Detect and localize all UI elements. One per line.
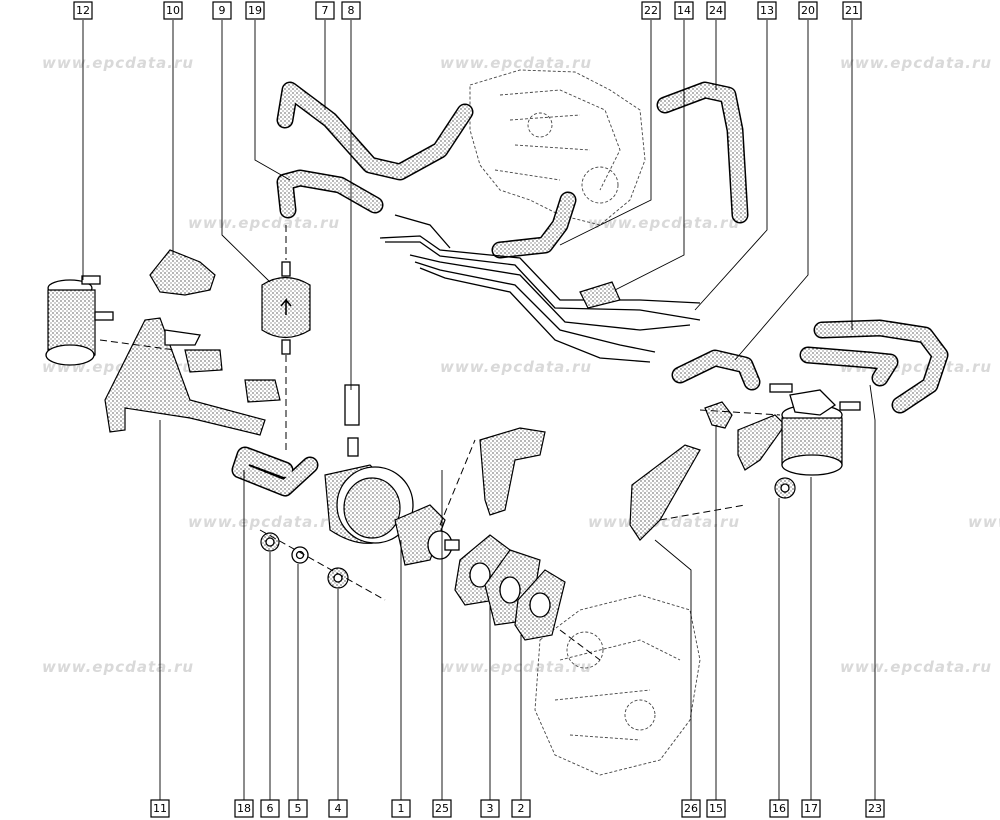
callout-14: 14 [674,1,694,20]
svg-text:7: 7 [322,4,329,17]
hose-23 [799,346,899,387]
callout-9: 9 [212,1,232,20]
nut-16 [774,477,796,499]
callout-5: 5 [288,799,308,818]
clip-14 [579,281,621,309]
watermark: www.epcdata.ru [42,658,194,676]
svg-text:16: 16 [772,802,786,815]
callout-12: 12 [73,1,93,20]
hose-18 [231,446,319,497]
svg-text:22: 22 [644,4,658,17]
svg-text:9: 9 [219,4,226,17]
svg-text:5: 5 [295,802,302,815]
hose-22 [491,191,577,259]
callout-3: 3 [480,799,500,818]
svg-text:25: 25 [435,802,449,815]
nut-6 [260,532,280,552]
hose-19 [276,169,384,219]
engine-outline-top [469,69,646,226]
fuel-filter-9 [261,261,311,355]
svg-text:15: 15 [709,802,723,815]
watermark: www.epcdata.ru [440,358,592,376]
svg-text:14: 14 [677,4,691,17]
callout-11: 11 [150,799,170,818]
svg-text:21: 21 [845,4,859,17]
watermark: www.epcdata.ru [840,54,992,72]
leaders-bottom [159,384,876,800]
svg-text:10: 10 [166,4,180,17]
svg-text:20: 20 [801,4,815,17]
watermark: www.epcdata.ru [840,658,992,676]
hose-7 [276,81,474,181]
bracket-11 [104,317,266,436]
svg-text:8: 8 [348,4,355,17]
callout-10: 10 [163,1,183,20]
callout-24: 24 [706,1,726,20]
fuel-pump-1 [324,384,460,566]
watermark: www.epcdata.ru [42,54,194,72]
svg-text:19: 19 [248,4,262,17]
watermark: www.epcdata.ru [188,513,340,531]
svg-text:1: 1 [398,802,405,815]
callout-23: 23 [865,799,885,818]
svg-text:24: 24 [709,4,723,17]
svg-text:4: 4 [335,802,342,815]
leaders-top [82,20,853,390]
callout-4: 4 [328,799,348,818]
gasket-2 [514,569,566,641]
svg-text:18: 18 [237,802,251,815]
svg-text:26: 26 [684,802,698,815]
callout-26: 26 [681,799,701,818]
svg-text:3: 3 [487,802,494,815]
watermark: www.epcdata.ru [440,54,592,72]
hose-21 [813,319,949,414]
svg-text:12: 12 [76,4,90,17]
callout-2: 2 [511,799,531,818]
clip-near-bracket [184,349,281,403]
svg-text:23: 23 [868,802,882,815]
fuel-pipes-13 [379,214,701,363]
hose-20 [671,349,761,391]
callout-16: 16 [769,799,789,818]
watermark: www.epcdata.ru [440,658,592,676]
svg-text:17: 17 [804,802,818,815]
sensor-15 [704,401,733,429]
filter-17 [737,383,861,476]
svg-text:13: 13 [760,4,774,17]
callouts-top: 12 10 9 19 7 8 22 14 24 13 20 21 [73,1,862,20]
callout-7: 7 [315,1,335,20]
callout-21: 21 [842,1,862,20]
watermark: www.epcdata.ru [968,513,1000,531]
callouts-bottom: 11 18 6 5 4 1 25 3 2 26 15 16 17 23 [150,799,885,818]
watermark: www.epcdata.ru [188,214,340,232]
nut-4 [327,567,349,589]
canister-12 [45,275,114,366]
assembly-lines [99,225,781,661]
svg-text:6: 6 [267,802,274,815]
callout-1: 1 [391,799,411,818]
callout-17: 17 [801,799,821,818]
watermark: www.epcdata.ru [588,214,740,232]
svg-text:11: 11 [153,802,167,815]
engine-outline-bottom [534,594,701,776]
callout-25: 25 [432,799,452,818]
svg-text:2: 2 [518,802,525,815]
watermark: www.epcdata.ru [588,513,740,531]
clip-10 [149,249,216,296]
callout-18: 18 [234,799,254,818]
callout-15: 15 [706,799,726,818]
hose-24 [656,81,749,224]
callout-13: 13 [757,1,777,20]
callout-19: 19 [245,1,265,20]
callout-6: 6 [260,799,280,818]
bracket-25 [479,427,546,516]
callout-8: 8 [341,1,361,20]
callout-20: 20 [798,1,818,20]
callout-22: 22 [641,1,661,20]
